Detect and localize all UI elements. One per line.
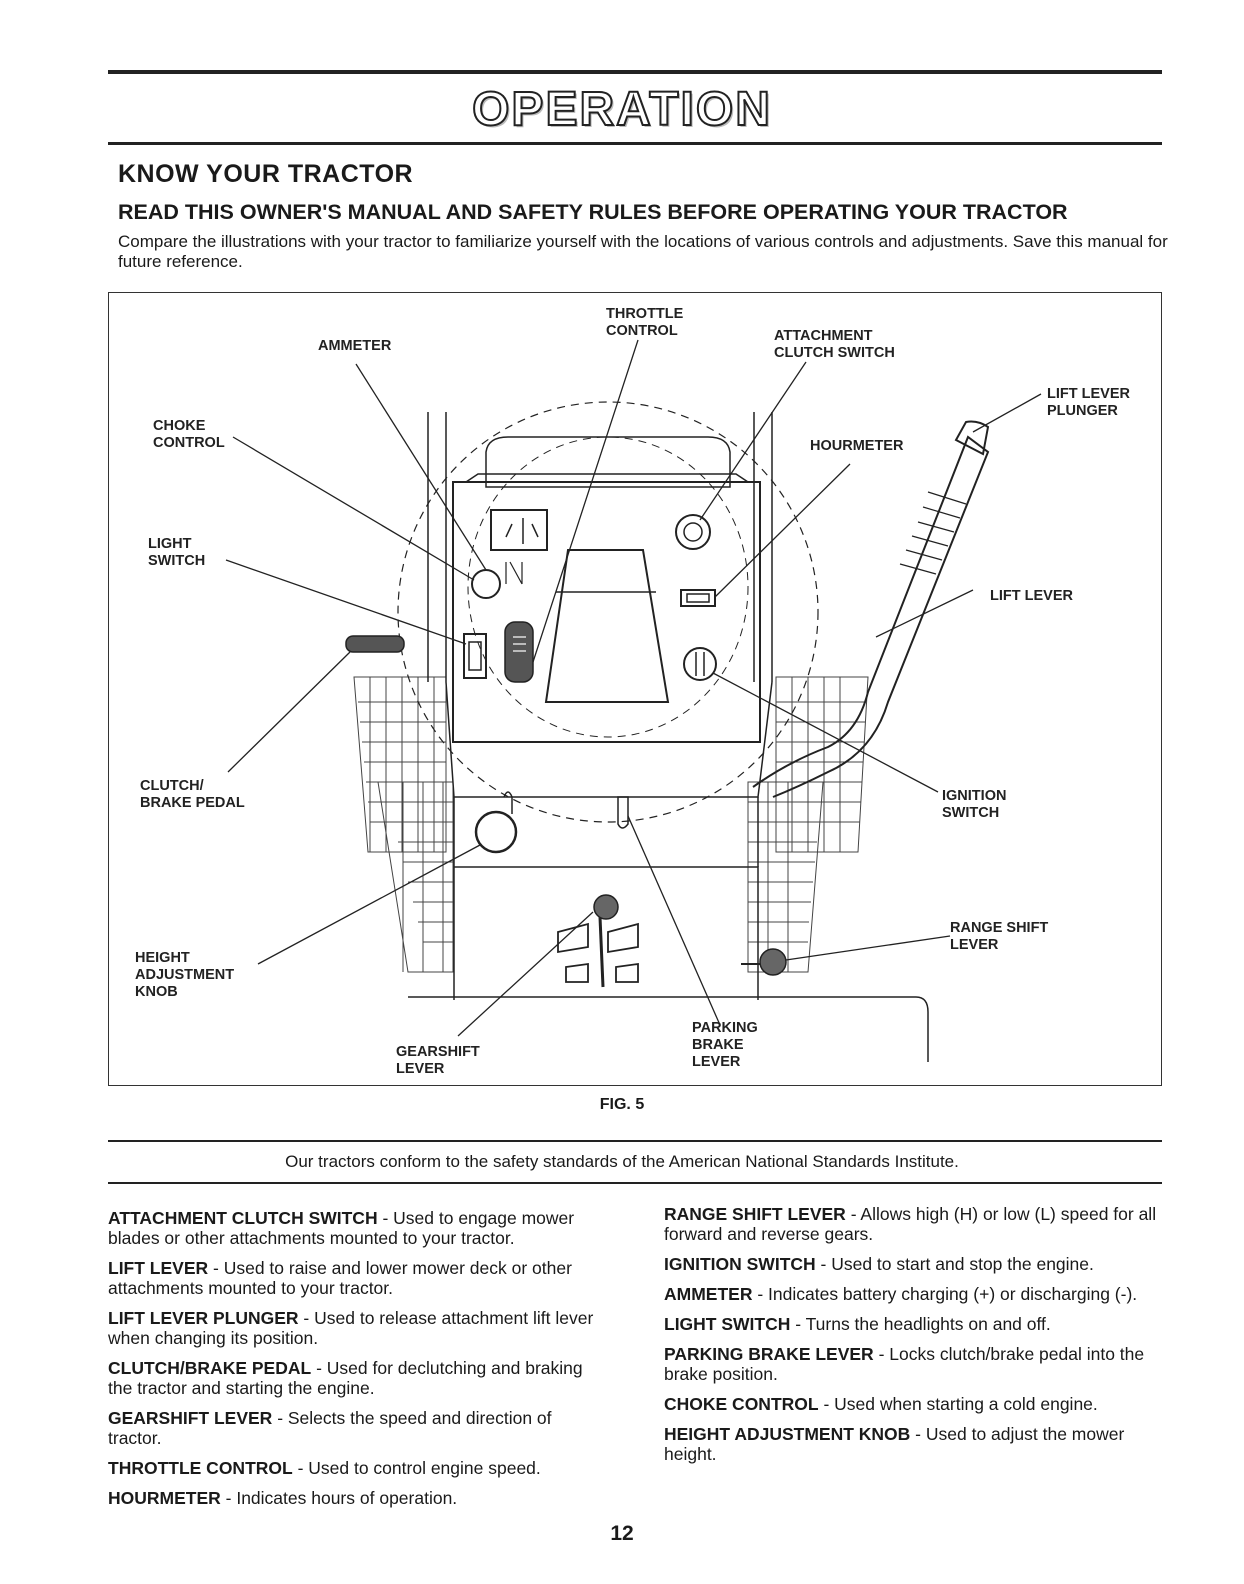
ansi-top-rule xyxy=(108,1140,1162,1142)
height-knob xyxy=(474,810,518,854)
ansi-note: Our tractors conform to the safety stand… xyxy=(285,1152,959,1171)
lift-lever-plunger-shape xyxy=(954,420,990,456)
label-ammeter: AMMETER xyxy=(318,338,392,354)
label-ignition-switch: IGNITION SWITCH xyxy=(942,788,1007,821)
label-hourmeter: HOURMETER xyxy=(810,438,904,454)
hourmeter-display xyxy=(680,589,716,607)
desc-range-shift-lever: RANGE SHIFT LEVER - Allows high (H) or l… xyxy=(664,1204,1157,1244)
lift-lever xyxy=(752,435,990,798)
desc-clutch-brake-pedal: CLUTCH/BRAKE PEDAL - Used for declutchin… xyxy=(108,1358,583,1398)
lower-grids xyxy=(377,781,824,973)
desc-height-adjustment-knob: HEIGHT ADJUSTMENT KNOB - Used to adjust … xyxy=(664,1424,1125,1464)
label-choke-control: CHOKE CONTROL xyxy=(153,418,225,451)
ammeter-gauge xyxy=(490,509,548,551)
gearshift-gate xyxy=(557,922,639,983)
desc-light-switch: LIGHT SWITCH - Turns the headlights on a… xyxy=(664,1314,1051,1334)
label-light-switch: LIGHT SWITCH xyxy=(148,536,206,569)
page-number: 12 xyxy=(610,1522,634,1545)
label-lift-lever: LIFT LEVER xyxy=(990,588,1073,604)
left-grille xyxy=(353,676,447,853)
label-lift-lever-plunger: LIFT LEVER PLUNGER xyxy=(1047,386,1130,419)
label-attachment-clutch-switch: ATTACHMENT CLUTCH SWITCH xyxy=(774,328,895,361)
desc-lift-lever: LIFT LEVER - Used to raise and lower mow… xyxy=(108,1258,572,1298)
label-parking-brake-lever: PARKING BRAKE LEVER xyxy=(692,1020,758,1070)
light-switch-body xyxy=(463,633,487,679)
center-console xyxy=(544,549,670,703)
desc-lift-lever-plunger: LIFT LEVER PLUNGER - Used to release att… xyxy=(108,1308,594,1348)
label-throttle-control: THROTTLE CONTROL xyxy=(606,306,684,339)
label-range-shift-lever: RANGE SHIFT LEVER xyxy=(950,920,1049,953)
descriptions-left: ATTACHMENT CLUTCH SWITCH - Used to engag… xyxy=(108,1208,608,1518)
label-gearshift-lever: GEARSHIFT LEVER xyxy=(396,1044,480,1077)
subtitle: KNOW YOUR TRACTOR xyxy=(118,160,414,188)
desc-choke-control: CHOKE CONTROL - Used when starting a col… xyxy=(664,1394,1098,1414)
desc-attachment-clutch-switch: ATTACHMENT CLUTCH SWITCH - Used to engag… xyxy=(108,1208,575,1248)
leader-lines xyxy=(225,339,1042,1037)
section-title: OPERATION xyxy=(471,82,772,137)
desc-gearshift-lever: GEARSHIFT LEVER - Selects the speed and … xyxy=(108,1408,552,1448)
desc-ignition-switch: IGNITION SWITCH - Used to start and stop… xyxy=(664,1254,1094,1274)
dash-housing xyxy=(408,412,929,1062)
parking-brake xyxy=(617,796,629,829)
desc-throttle-control: THROTTLE CONTROL - Used to control engin… xyxy=(108,1458,541,1478)
read-heading: READ THIS OWNER'S MANUAL AND SAFETY RULE… xyxy=(118,200,1068,224)
ignition-knob xyxy=(683,647,717,681)
label-height-adjustment-knob: HEIGHT ADJUSTMENT KNOB xyxy=(135,950,235,1000)
intro-paragraph: Compare the illustrations with your trac… xyxy=(118,232,1168,271)
clutch-pedal xyxy=(345,635,405,653)
label-clutch-brake-pedal: CLUTCH/ BRAKE PEDAL xyxy=(140,778,245,811)
attachment-clutch-knob xyxy=(675,514,711,550)
view-circle xyxy=(397,401,819,823)
tractor-controls-diagram xyxy=(225,339,1042,1062)
choke-knob xyxy=(471,569,501,599)
figure-frame xyxy=(108,292,1162,1086)
figure-caption: FIG. 5 xyxy=(599,1096,645,1113)
desc-parking-brake-lever: PARKING BRAKE LEVER - Locks clutch/brake… xyxy=(664,1344,1145,1384)
ansi-bottom-rule xyxy=(108,1182,1162,1184)
descriptions-right: RANGE SHIFT LEVER - Allows high (H) or l… xyxy=(664,1204,1164,1474)
throttle-slider xyxy=(504,621,534,683)
gearshift-knob xyxy=(593,894,619,920)
range-shift-knob xyxy=(759,948,787,976)
desc-hourmeter: HOURMETER - Indicates hours of operation… xyxy=(108,1488,458,1508)
title-rule xyxy=(108,142,1162,145)
desc-ammeter: AMMETER - Indicates battery charging (+)… xyxy=(664,1284,1138,1304)
top-rule xyxy=(108,70,1162,74)
